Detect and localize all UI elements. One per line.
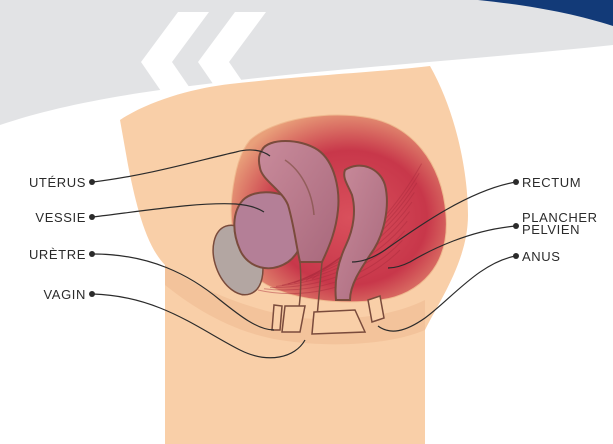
dot-vagina <box>89 291 95 297</box>
dot-urethra <box>89 251 95 257</box>
urethra-opening <box>272 305 282 330</box>
dot-uterus <box>89 179 95 185</box>
label-uterus: UTÉRUS <box>8 176 86 189</box>
label-vagina: VAGIN <box>8 288 86 301</box>
dot-rectum <box>513 179 519 185</box>
dot-bladder <box>89 214 95 220</box>
label-bladder: VESSIE <box>8 211 86 224</box>
label-rectum: RECTUM <box>522 176 581 189</box>
label-urethra: URÈTRE <box>8 248 86 261</box>
dot-pelvic-floor <box>513 223 519 229</box>
label-pelvic-floor: PLANCHER PELVIEN <box>522 212 598 236</box>
label-pelvic-floor-line2: PELVIEN <box>522 224 598 236</box>
perineum-plate <box>312 310 365 334</box>
dot-anus <box>513 253 519 259</box>
label-anus: ANUS <box>522 250 561 263</box>
